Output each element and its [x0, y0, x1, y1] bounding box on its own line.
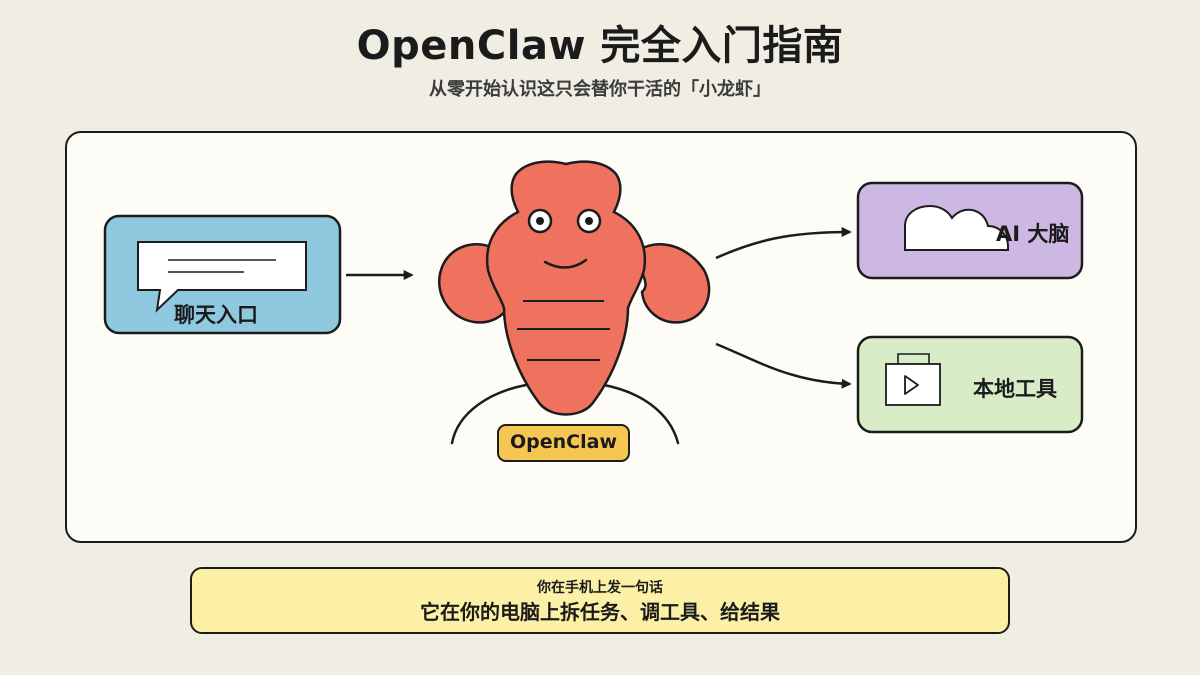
- lobster-mascot: [438, 160, 711, 445]
- summary-line-2: 它在你的电脑上拆任务、调工具、给结果: [420, 600, 780, 624]
- cloud-icon: [904, 204, 1009, 251]
- arrow-to-tools-icon: [715, 342, 852, 389]
- summary-box: 你在手机上发一句话 它在你的电脑上拆任务、调工具、给结果: [190, 567, 1010, 634]
- chat-entry-label: 聊天入口: [174, 303, 258, 327]
- openclaw-badge: OpenClaw: [497, 424, 630, 462]
- ai-brain-label: AI 大脑: [996, 222, 1070, 246]
- speech-bubble-icon: [137, 241, 307, 313]
- page-title: OpenClaw 完全入门指南: [356, 23, 844, 69]
- summary-line-1: 你在手机上发一句话: [537, 580, 663, 596]
- ai-brain-box: [856, 181, 1084, 280]
- chat-entry-box: [103, 214, 342, 335]
- arrow-to-brain-icon: [715, 227, 852, 260]
- local-tools-box: [856, 335, 1084, 434]
- folder-play-icon: [885, 353, 941, 406]
- local-tools-label: 本地工具: [973, 377, 1057, 401]
- page-subtitle: 从零开始认识这只会替你干活的「小龙虾」: [429, 79, 771, 100]
